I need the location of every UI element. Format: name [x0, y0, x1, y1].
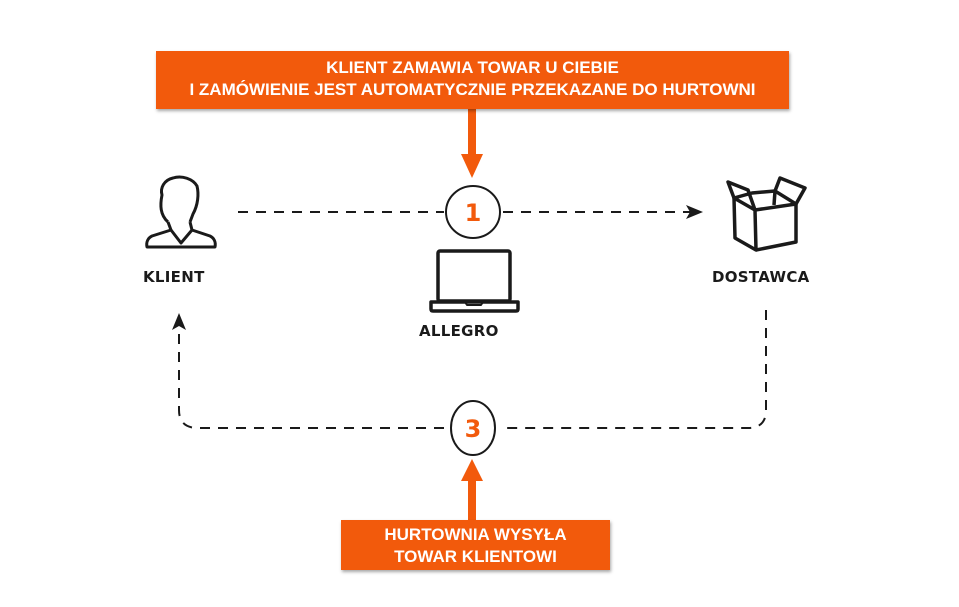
allegro-label: ALLEGRO — [419, 322, 499, 340]
step-3-number: 3 — [465, 415, 482, 443]
step-3-description-box: HURTOWNIA WYSYŁA TOWAR KLIENTOWI — [341, 520, 610, 570]
laptop-icon — [429, 249, 520, 313]
dostawca-label: DOSTAWCA — [712, 268, 810, 286]
step-3-circle: 3 — [450, 400, 496, 456]
dashed-connector-bottom-left — [178, 330, 444, 429]
person-icon — [145, 175, 217, 249]
step-1-description-box: KLIENT ZAMAWIA TOWAR U CIEBIE I ZAMÓWIEN… — [156, 51, 789, 109]
step-1-description-line-1: KLIENT ZAMAWIA TOWAR U CIEBIE — [326, 58, 619, 77]
top-orange-arrow — [461, 108, 483, 178]
arrow-head-right-icon — [686, 205, 703, 219]
klient-label: KLIENT — [143, 268, 205, 286]
box-icon — [726, 176, 807, 252]
bottom-orange-arrow — [461, 459, 483, 522]
step-1-circle: 1 — [445, 185, 501, 239]
step-3-description-line-1: HURTOWNIA WYSYŁA — [384, 525, 567, 544]
step-3-description-line-2: TOWAR KLIENTOWI — [394, 547, 557, 566]
arrow-head-up-icon — [172, 313, 186, 330]
step-1-number: 1 — [465, 199, 482, 227]
dashed-connector-bottom-right — [503, 310, 767, 429]
step-1-description-line-2: I ZAMÓWIENIE JEST AUTOMATYCZNIE PRZEKAZA… — [189, 80, 756, 99]
